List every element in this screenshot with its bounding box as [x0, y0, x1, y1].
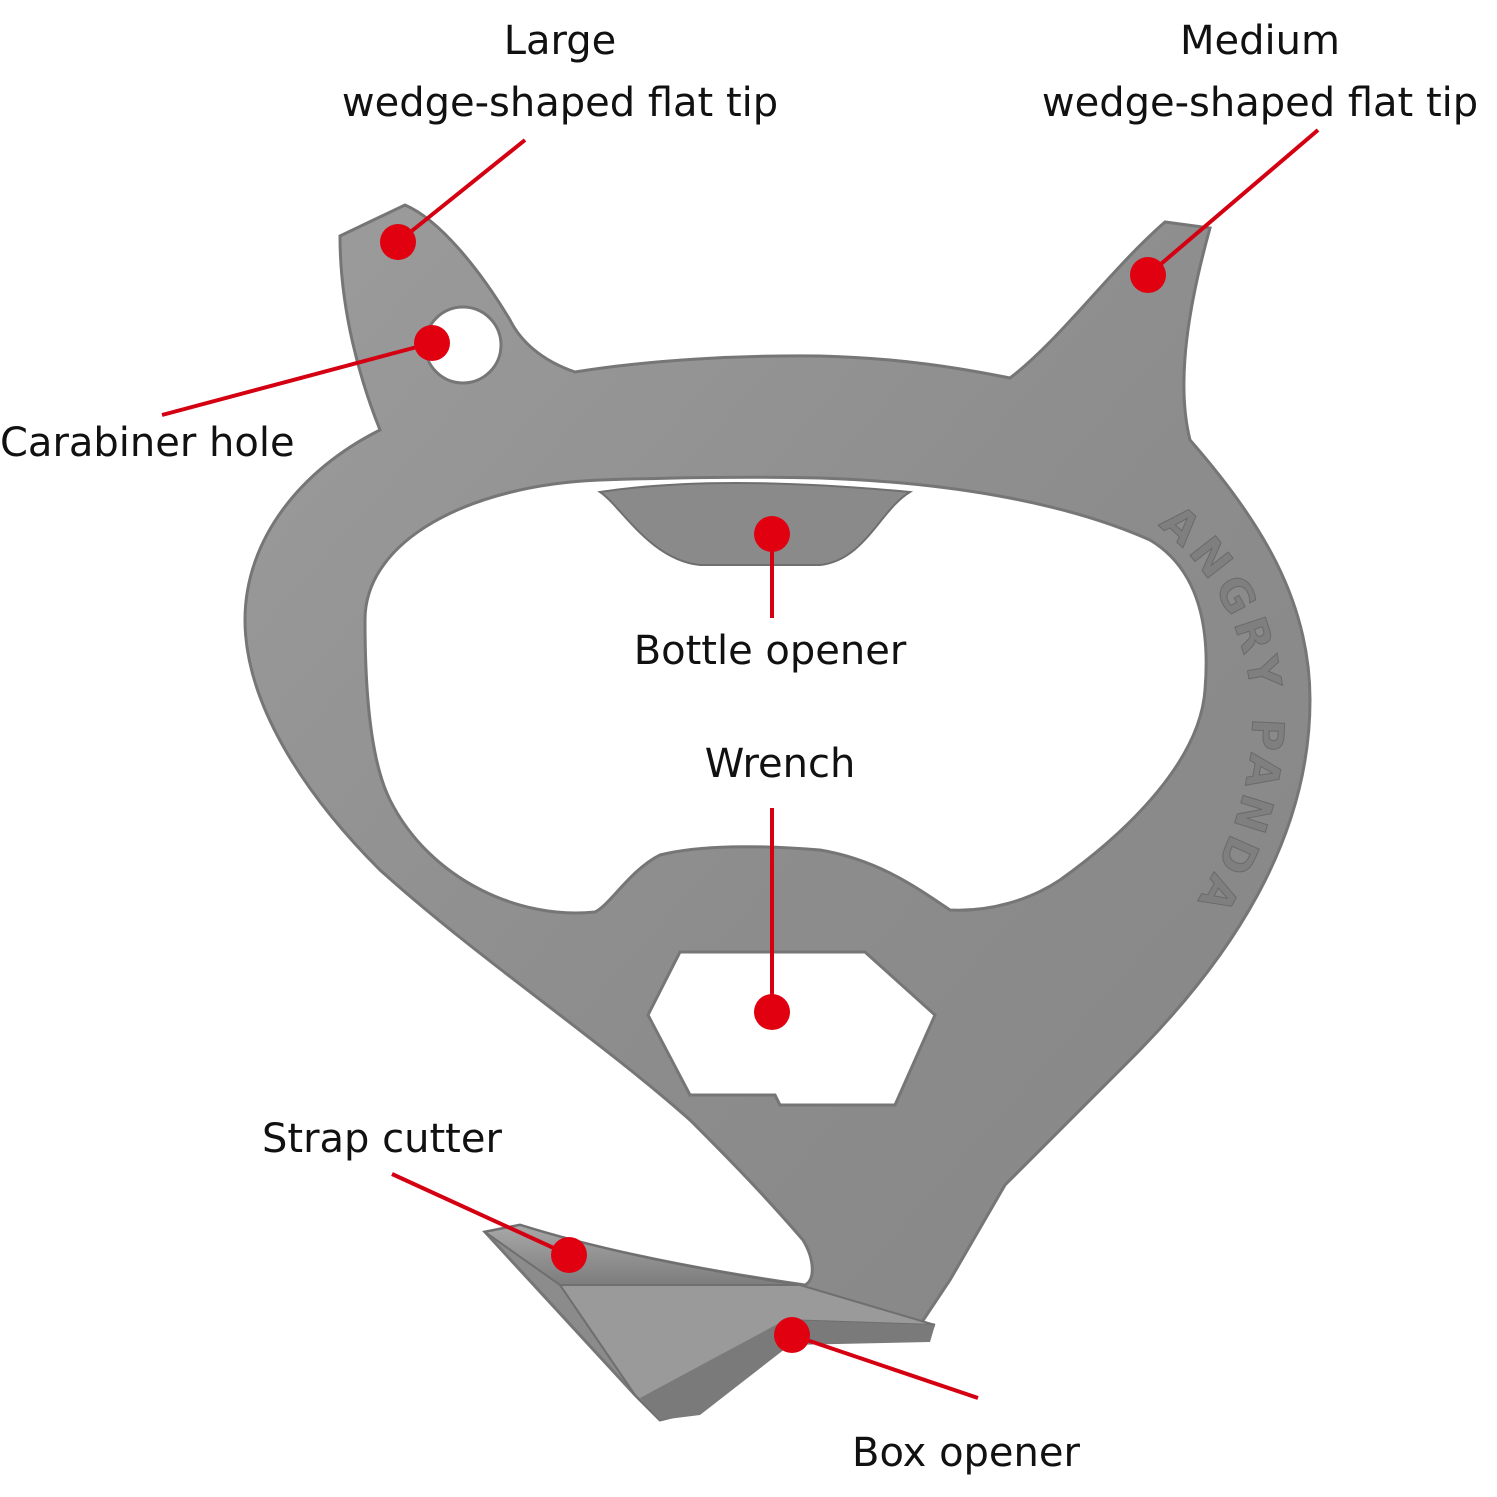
- markers: [380, 224, 1166, 1353]
- marker-wrench: [754, 994, 790, 1030]
- leader-large-tip: [396, 138, 527, 244]
- leader-box-opener: [791, 1333, 979, 1400]
- leader-strap-cutter: [391, 1172, 570, 1257]
- label-large-tip: Large wedge-shaped flat tip: [320, 10, 800, 134]
- bottle-opener-lip: [597, 482, 914, 566]
- label-box-opener: Box opener: [852, 1430, 1080, 1476]
- marker-carabiner-hole: [414, 325, 450, 361]
- marker-strap-cutter: [551, 1237, 587, 1273]
- label-bottle-opener: Bottle opener: [633, 628, 907, 674]
- leader-medium-tip: [1146, 128, 1320, 277]
- marker-bottle-opener: [754, 516, 790, 552]
- label-wrench: Wrench: [704, 741, 856, 787]
- leader-carabiner-hole: [161, 341, 433, 417]
- label-large-tip-line2: wedge-shaped flat tip: [341, 80, 779, 126]
- label-large-tip-line1: Large: [503, 18, 617, 64]
- label-medium-tip-line1: Medium: [1180, 18, 1340, 64]
- label-carabiner-hole: Carabiner hole: [0, 420, 295, 466]
- marker-medium-tip: [1130, 257, 1166, 293]
- tool-body: [243, 203, 1312, 1422]
- label-strap-cutter: Strap cutter: [262, 1116, 502, 1162]
- label-medium-tip: Medium wedge-shaped flat tip: [1025, 10, 1495, 134]
- marker-box-opener: [774, 1317, 810, 1353]
- label-medium-tip-line2: wedge-shaped flat tip: [1041, 80, 1479, 126]
- marker-large-tip: [380, 224, 416, 260]
- box-opener-bevel: [640, 1320, 935, 1420]
- leader-lines: [161, 128, 1320, 1400]
